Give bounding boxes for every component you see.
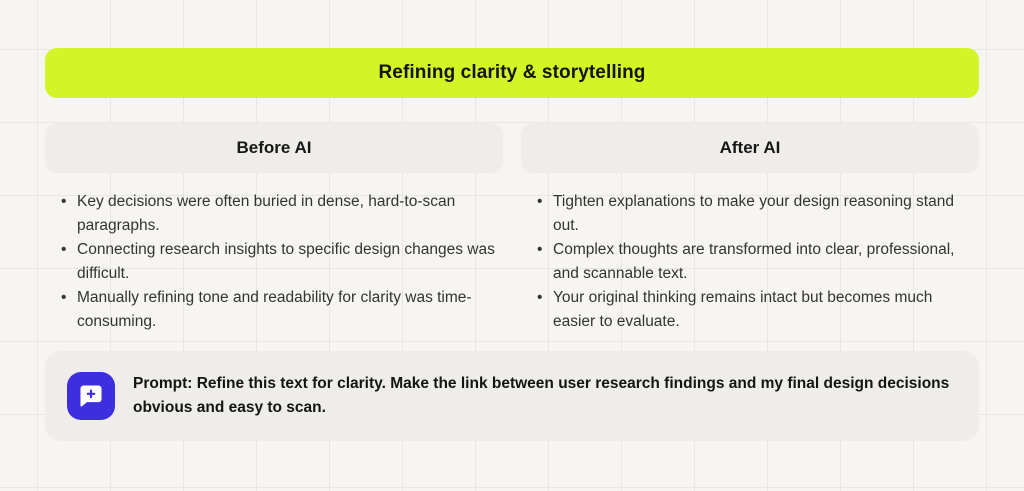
after-ai-column: After AI Tighten explanations to make yo… [521,123,979,334]
page-title: Refining clarity & storytelling [378,62,646,83]
list-item: Complex thoughts are transformed into cl… [535,238,973,286]
list-item: Tighten explanations to make your design… [535,190,973,238]
after-ai-header: After AI [521,123,979,173]
prompt-bar: Prompt: Refine this text for clarity. Ma… [45,351,979,441]
after-ai-list: Tighten explanations to make your design… [521,190,979,334]
comparison-columns: Before AI Key decisions were often burie… [45,123,979,334]
before-ai-list: Key decisions were often buried in dense… [45,190,503,334]
before-ai-title: Before AI [236,138,312,157]
content-area: Refining clarity & storytelling Before A… [0,0,1024,441]
after-ai-title: After AI [719,138,781,157]
message-plus-icon [67,372,115,420]
title-banner: Refining clarity & storytelling [45,48,979,98]
before-ai-header: Before AI [45,123,503,173]
list-item: Key decisions were often buried in dense… [59,190,497,238]
prompt-text: Prompt: Refine this text for clarity. Ma… [133,375,950,416]
list-item: Manually refining tone and readability f… [59,286,497,334]
list-item: Your original thinking remains intact bu… [535,286,973,334]
list-item: Connecting research insights to specific… [59,238,497,286]
before-ai-column: Before AI Key decisions were often burie… [45,123,503,334]
